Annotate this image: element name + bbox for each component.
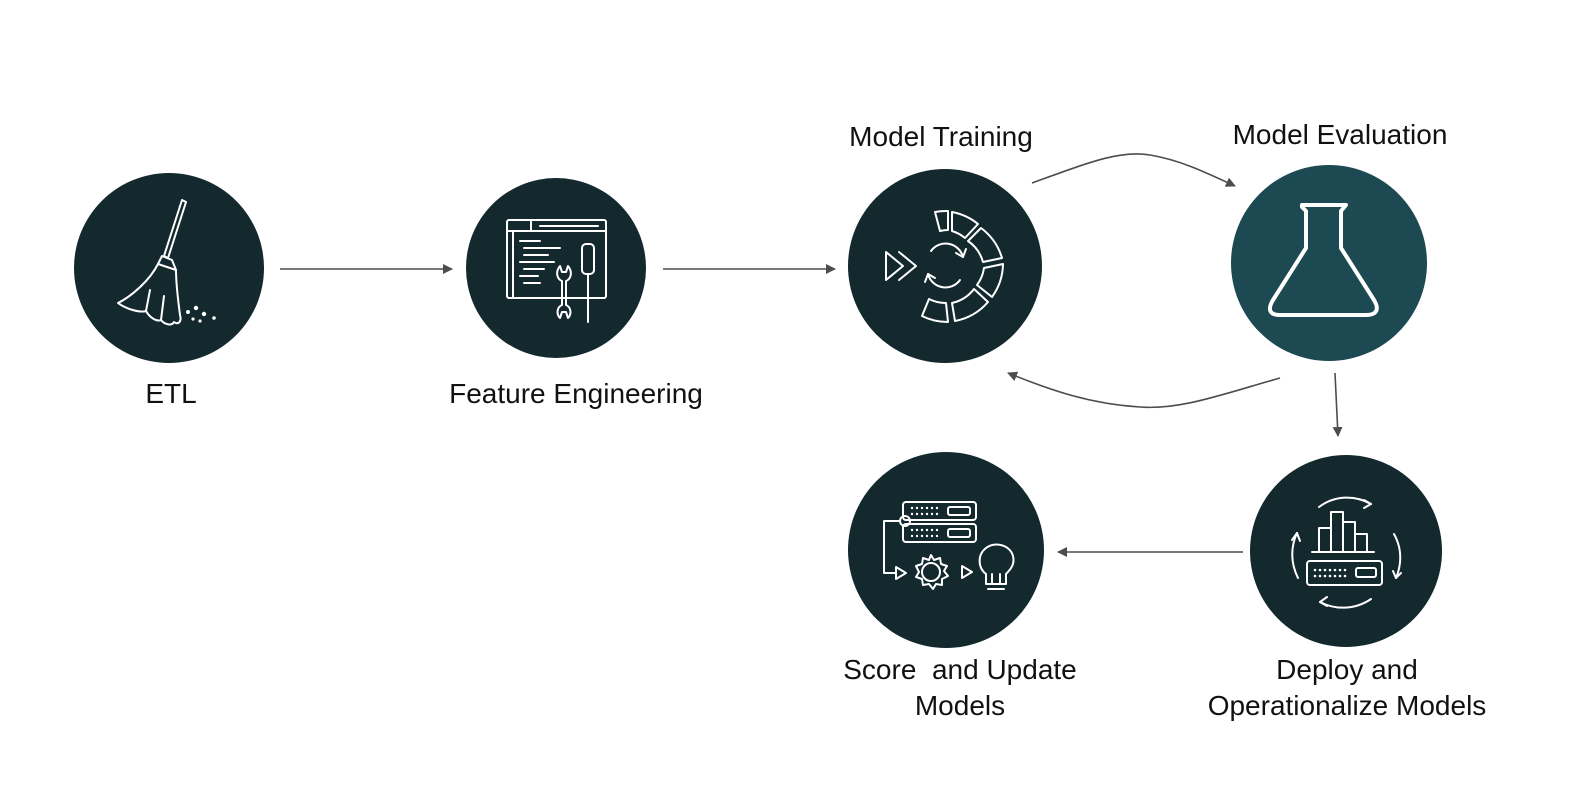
node-score-update bbox=[848, 452, 1044, 648]
broom-icon bbox=[117, 199, 187, 326]
server-dots bbox=[1313, 568, 1347, 578]
node-etl bbox=[74, 173, 264, 363]
edge-model-evaluation-to-deploy bbox=[1332, 372, 1343, 437]
label-model-evaluation: Model Evaluation bbox=[1232, 119, 1448, 150]
label-feature-engineering: Feature Engineering bbox=[449, 378, 703, 409]
score-pipeline-icon bbox=[883, 501, 1015, 590]
flask-icon bbox=[1267, 203, 1379, 317]
deploy-cycle-icon bbox=[1291, 496, 1402, 609]
code-window-tools-icon bbox=[506, 219, 607, 323]
node-deploy bbox=[1250, 455, 1442, 647]
label-score-update-line-1: Score and Update bbox=[843, 654, 1077, 685]
training-cycle-icon bbox=[885, 209, 1004, 324]
label-etl: ETL bbox=[145, 378, 197, 409]
edge-model-evaluation-to-model-training bbox=[1007, 371, 1281, 409]
dust-dots bbox=[186, 305, 216, 323]
label-model-training: Model Training bbox=[849, 121, 1033, 152]
node-model-evaluation bbox=[1231, 165, 1427, 361]
node-model-training bbox=[848, 169, 1042, 363]
node-feature-engineering bbox=[466, 178, 646, 358]
label-deploy-line-2: Operationalize Models bbox=[1207, 690, 1487, 721]
edge-model-training-to-model-evaluation bbox=[1031, 153, 1236, 187]
server-dots bbox=[910, 506, 939, 538]
label-score-update-line-2: Models bbox=[914, 690, 1006, 721]
label-deploy-line-1: Deploy and bbox=[1276, 654, 1418, 685]
